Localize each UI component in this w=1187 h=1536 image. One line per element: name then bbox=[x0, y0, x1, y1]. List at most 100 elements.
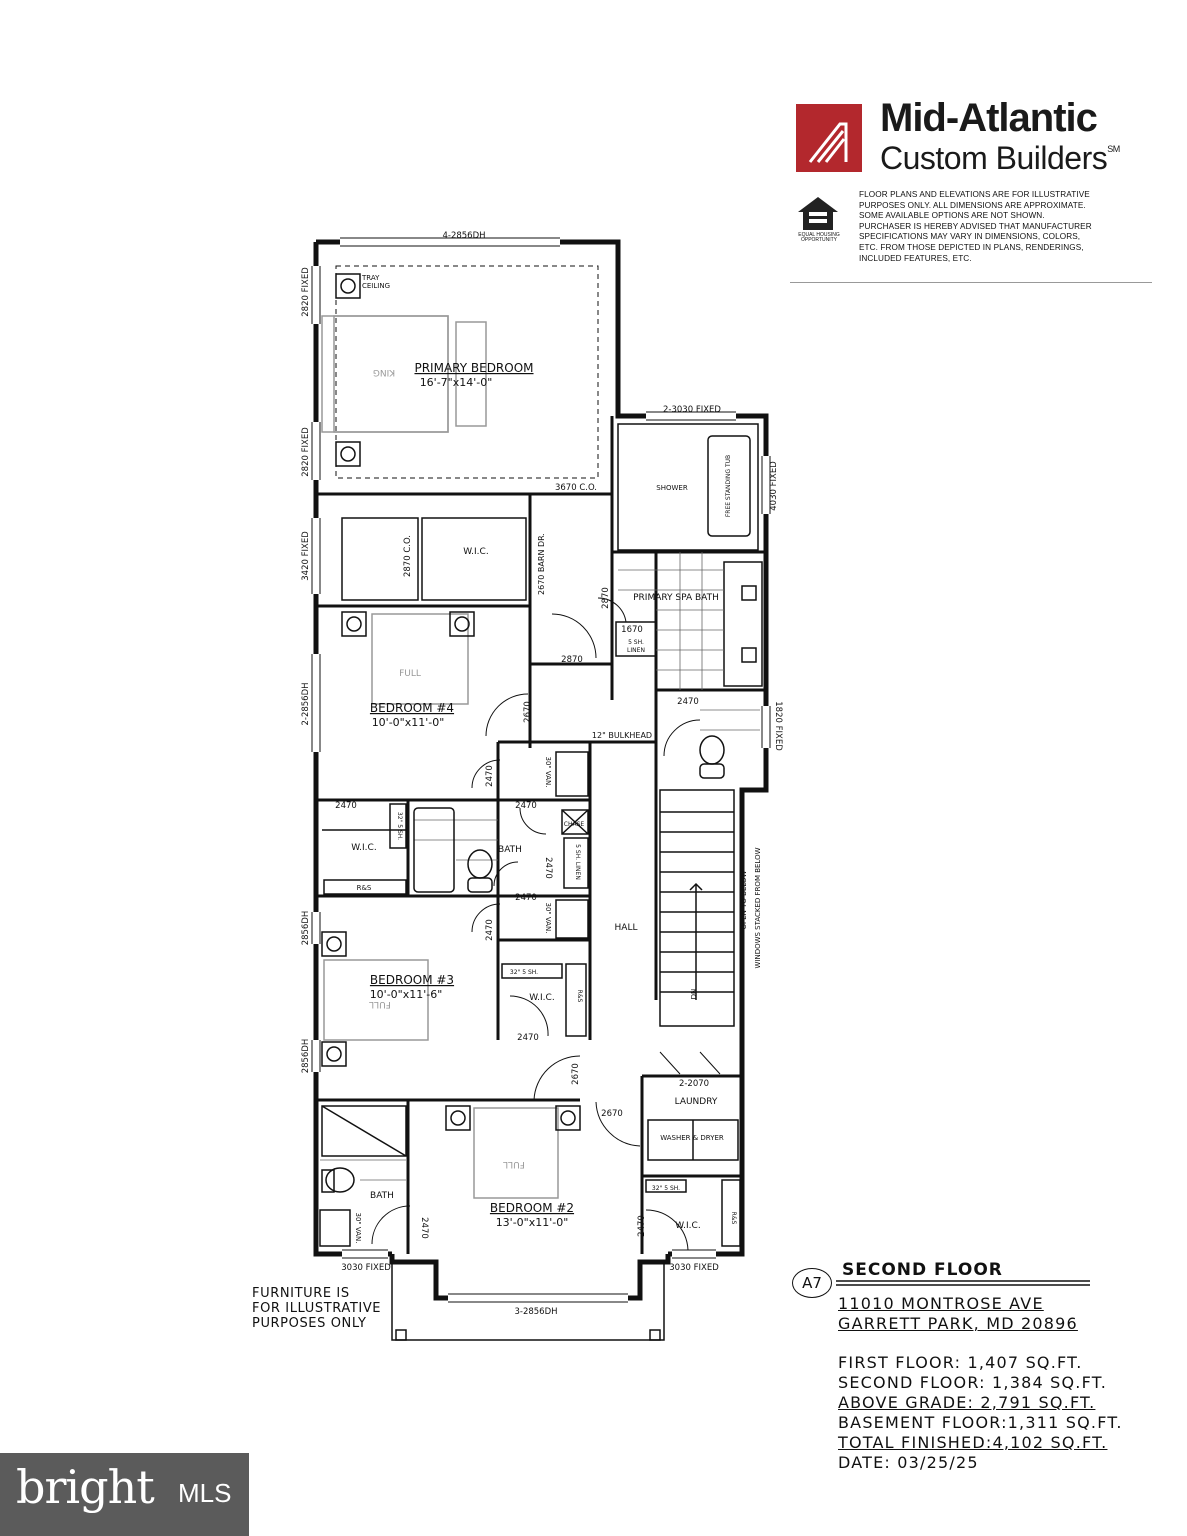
svg-text:FULL: FULL bbox=[369, 999, 391, 1009]
svg-text:R&S: R&S bbox=[357, 884, 372, 892]
svg-text:5 SH. LINEN: 5 SH. LINEN bbox=[574, 844, 581, 880]
area-stats: FIRST FLOOR: 1,407 SQ.FT. SECOND FLOOR: … bbox=[838, 1353, 1123, 1473]
furniture-note: FURNITURE IS FOR ILLUSTRATIVE PURPOSES O… bbox=[252, 1286, 382, 1331]
svg-text:2470: 2470 bbox=[677, 697, 699, 707]
svg-text:3-2856DH: 3-2856DH bbox=[514, 1307, 557, 1317]
brand-name-line2: Custom BuildersSM bbox=[880, 140, 1120, 176]
sheet-id: A7 bbox=[792, 1268, 832, 1298]
svg-text:2870 C.O.: 2870 C.O. bbox=[403, 535, 413, 577]
mls-watermark bbox=[0, 1453, 249, 1536]
svg-text:32" 5 SH.: 32" 5 SH. bbox=[396, 812, 403, 840]
svg-text:2856DH: 2856DH bbox=[301, 911, 311, 946]
room-wic-primary: W.I.C. bbox=[463, 547, 488, 557]
svg-text:2670 BARN DR.: 2670 BARN DR. bbox=[537, 533, 546, 595]
svg-text:2-2856DH: 2-2856DH bbox=[301, 682, 311, 725]
svg-text:2670: 2670 bbox=[601, 1109, 623, 1119]
room-laundry: LAUNDRY bbox=[675, 1097, 718, 1107]
svg-text:CEILING: CEILING bbox=[362, 282, 390, 290]
brand-name-line1: Mid-Atlantic bbox=[880, 96, 1098, 140]
room-wic-b2: W.I.C. bbox=[675, 1221, 700, 1231]
svg-text:2470: 2470 bbox=[543, 857, 553, 879]
svg-text:2-3030 FIXED: 2-3030 FIXED bbox=[663, 405, 721, 415]
svg-text:R&S: R&S bbox=[730, 1212, 737, 1225]
svg-text:2820 FIXED: 2820 FIXED bbox=[301, 267, 311, 317]
svg-text:1820 FIXED: 1820 FIXED bbox=[773, 701, 783, 751]
svg-text:2470: 2470 bbox=[637, 1215, 647, 1237]
svg-text:LINEN: LINEN bbox=[627, 647, 645, 654]
svg-text:13'-0"x11'-0": 13'-0"x11'-0" bbox=[496, 1216, 569, 1229]
equal-housing-icon bbox=[796, 194, 840, 240]
svg-text:2870: 2870 bbox=[561, 655, 583, 665]
svg-text:2470: 2470 bbox=[515, 801, 537, 811]
svg-text:FULL: FULL bbox=[399, 669, 421, 679]
svg-text:2470: 2470 bbox=[515, 893, 537, 903]
svg-text:2470: 2470 bbox=[517, 1033, 539, 1043]
disclaimer: FLOOR PLANS AND ELEVATIONS ARE FOR ILLUS… bbox=[859, 190, 1092, 263]
room-bath-shared: BATH bbox=[498, 845, 522, 855]
room-spa-bath: PRIMARY SPA BATH bbox=[633, 593, 719, 603]
svg-text:3420 FIXED: 3420 FIXED bbox=[301, 531, 311, 581]
stat-first-floor: FIRST FLOOR: 1,407 SQ.FT. bbox=[838, 1353, 1083, 1372]
room-bath-b2: BATH bbox=[370, 1191, 394, 1201]
stat-basement: BASEMENT FLOOR:1,311 SQ.FT. bbox=[838, 1413, 1123, 1432]
svg-text:30" VAN.: 30" VAN. bbox=[544, 903, 552, 934]
room-wic-b4: W.I.C. bbox=[351, 843, 376, 853]
equal-housing-text: EQUAL HOUSING OPPORTUNITY bbox=[798, 232, 840, 243]
svg-text:WINDOWS STACKED FROM BELOW: WINDOWS STACKED FROM BELOW bbox=[754, 847, 762, 968]
title-underline bbox=[836, 1280, 1090, 1286]
svg-text:1670: 1670 bbox=[621, 625, 643, 635]
stat-second-floor: SECOND FLOOR: 1,384 SQ.FT. bbox=[838, 1373, 1108, 1392]
svg-text:32" 5 SH.: 32" 5 SH. bbox=[652, 1185, 680, 1192]
svg-text:2470: 2470 bbox=[485, 765, 495, 787]
room-bedroom3: BEDROOM #3 bbox=[370, 973, 454, 987]
svg-text:2470: 2470 bbox=[419, 1217, 429, 1239]
company-logo bbox=[796, 104, 862, 172]
svg-text:5 SH.: 5 SH. bbox=[628, 639, 644, 646]
svg-text:4030 FIXED: 4030 FIXED bbox=[769, 461, 779, 511]
svg-text:32" 5 SH.: 32" 5 SH. bbox=[510, 969, 538, 976]
svg-text:CHASE: CHASE bbox=[564, 821, 585, 828]
mls-brand: bright bbox=[16, 1460, 155, 1514]
svg-text:30" VAN.: 30" VAN. bbox=[544, 757, 552, 788]
room-primary-bedroom: PRIMARY BEDROOM bbox=[414, 361, 533, 375]
svg-text:FREE STANDING TUB: FREE STANDING TUB bbox=[725, 455, 732, 517]
address-line2: GARRETT PARK, MD 20896 bbox=[838, 1314, 1078, 1333]
svg-text:4-2856DH: 4-2856DH bbox=[442, 231, 485, 241]
svg-text:2856DH: 2856DH bbox=[301, 1039, 311, 1074]
svg-text:2670: 2670 bbox=[571, 1063, 581, 1085]
room-hall: HALL bbox=[615, 923, 638, 933]
room-wic-b3: W.I.C. bbox=[529, 993, 554, 1003]
svg-text:SHOWER: SHOWER bbox=[656, 484, 688, 492]
svg-text:DN: DN bbox=[690, 989, 698, 1000]
svg-text:2470: 2470 bbox=[485, 919, 495, 941]
svg-text:2-2070: 2-2070 bbox=[679, 1079, 709, 1089]
svg-text:3030 FIXED: 3030 FIXED bbox=[341, 1263, 391, 1273]
svg-text:R&S: R&S bbox=[576, 990, 583, 1003]
address-line1: 11010 MONTROSE AVE bbox=[838, 1294, 1044, 1313]
svg-text:12" BULKHEAD: 12" BULKHEAD bbox=[592, 731, 652, 740]
stat-total: TOTAL FINISHED:4,102 SQ.FT. bbox=[838, 1433, 1108, 1452]
svg-text:3030 FIXED: 3030 FIXED bbox=[669, 1263, 719, 1273]
svg-text:2470: 2470 bbox=[335, 801, 357, 811]
room-bedroom4: BEDROOM #4 bbox=[370, 701, 454, 715]
svg-text:2670: 2670 bbox=[523, 701, 533, 723]
svg-text:KING: KING bbox=[373, 367, 395, 377]
service-mark: SM bbox=[1107, 144, 1120, 154]
svg-text:30" VAN.: 30" VAN. bbox=[354, 1213, 362, 1244]
stat-above-grade: ABOVE GRADE: 2,791 SQ.FT. bbox=[838, 1393, 1096, 1412]
svg-text:FULL: FULL bbox=[503, 1159, 525, 1169]
svg-text:2870: 2870 bbox=[601, 587, 611, 609]
svg-text:2820 FIXED: 2820 FIXED bbox=[301, 427, 311, 477]
stat-date: DATE: 03/25/25 bbox=[838, 1453, 979, 1472]
svg-text:3670 C.O.: 3670 C.O. bbox=[555, 483, 597, 493]
room-primary-bedroom-size: 16'-7"x14'-0" bbox=[420, 376, 493, 389]
sheet-title: SECOND FLOOR bbox=[842, 1260, 1003, 1280]
room-bedroom2: BEDROOM #2 bbox=[490, 1201, 574, 1215]
svg-text:OPEN TO BELOW: OPEN TO BELOW bbox=[740, 870, 748, 929]
svg-text:WASHER & DRYER: WASHER & DRYER bbox=[660, 1134, 724, 1142]
mls-suffix: MLS bbox=[178, 1478, 232, 1508]
svg-text:10'-0"x11'-6": 10'-0"x11'-6" bbox=[370, 988, 443, 1001]
svg-text:10'-0"x11'-0": 10'-0"x11'-0" bbox=[372, 716, 445, 729]
svg-text:TRAY: TRAY bbox=[361, 274, 380, 282]
